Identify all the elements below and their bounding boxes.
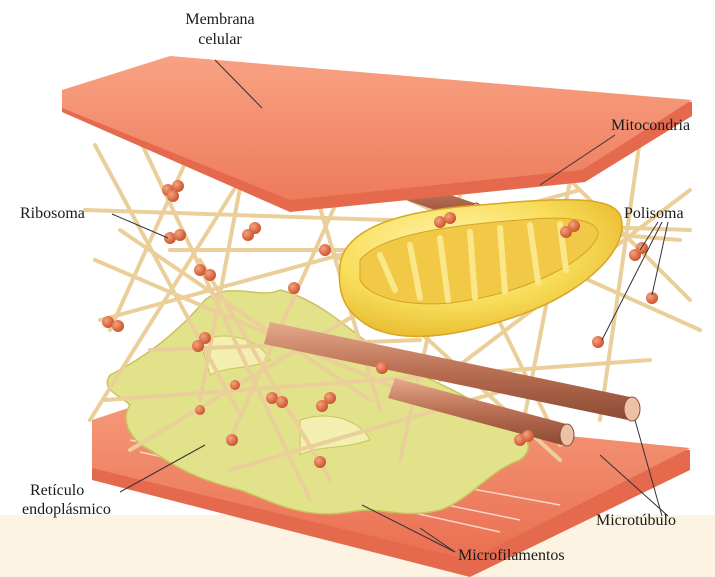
top-membrane [62,56,692,212]
label-membrana-line1: Membrana [170,10,270,29]
label-reticulo-line2: endoplásmico [22,500,111,519]
label-membrana-line2: celular [170,30,270,49]
label-microfilamentos: Microfilamentos [458,546,565,565]
label-polisoma: Polisoma [624,204,684,223]
label-microtubulo: Microtúbulo [596,511,676,530]
label-mitocondria: Mitocondria [611,116,690,135]
label-reticulo-line1: Retículo [30,481,84,500]
label-ribosoma: Ribosoma [20,204,85,223]
